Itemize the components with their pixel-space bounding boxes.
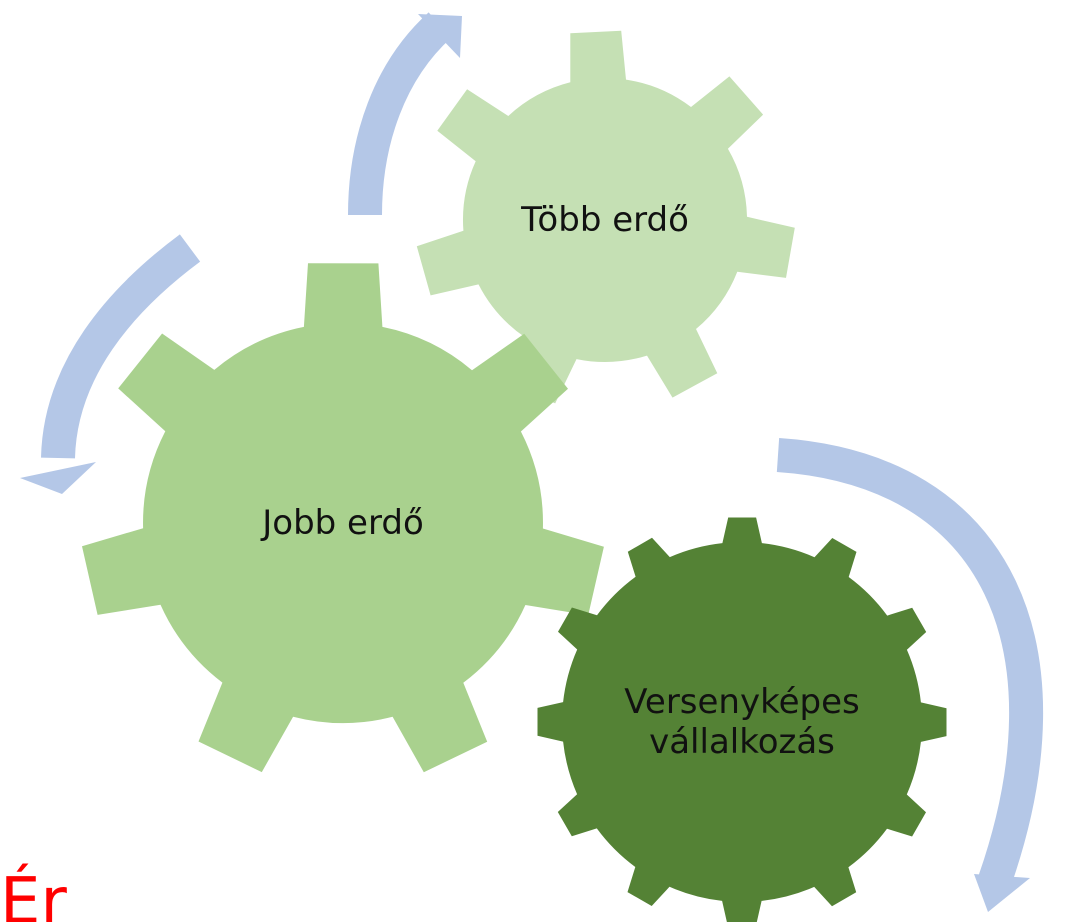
- arrow-top-head: [418, 14, 462, 58]
- gear-tobb-erdo: [416, 30, 795, 404]
- arrow-left-cycle: [41, 234, 201, 459]
- gear-label-tobb-erdo: Több erdő: [521, 200, 689, 240]
- gear-label-line-2: vállalkozás: [649, 722, 835, 762]
- arrow-left-head: [20, 462, 96, 494]
- arrow-right-cycle: [776, 438, 1044, 886]
- gear-label-line-1: Versenyképes: [624, 682, 860, 722]
- cut-off-red-text: Ér: [0, 865, 67, 922]
- gear-label-jobb-erdo: Jobb erdő: [262, 503, 424, 543]
- gear-versenykepes-vallalkozas: [537, 517, 947, 922]
- gear-jobb-erdo: [82, 263, 604, 773]
- gear-label-versenykepes-vallalkozas: Versenyképes vállalkozás: [624, 682, 859, 762]
- arrow-right-head: [974, 874, 1030, 912]
- arrow-top-cycle: [348, 12, 452, 216]
